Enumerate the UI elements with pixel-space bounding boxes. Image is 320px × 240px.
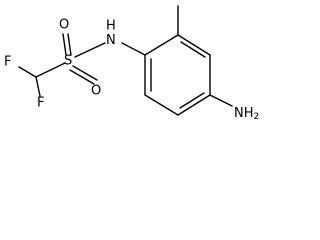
atom-label-f-top: F [4, 55, 11, 70]
bond-n-ring [121, 42, 146, 56]
atom-label-o-top: O [59, 18, 69, 33]
ring-double-3 [179, 92, 205, 109]
atom-label-nh-h: H [106, 19, 116, 34]
ring-bond-5 [144, 94, 179, 116]
bond-s-o-bottom-b [72, 65, 98, 81]
atom-label-o-bottom: O [91, 84, 101, 99]
bond-c-f-bottom [35, 76, 41, 97]
bond-s-o-bottom-a [69, 69, 95, 85]
ring-bond-1 [144, 34, 179, 56]
atom-label-nh-n: N [106, 33, 116, 48]
bond-c-f-top [18, 66, 37, 78]
bond-lines [18, 5, 233, 116]
atom-label-f-bottom: F [37, 96, 44, 111]
bond-s-o-top-b [67, 33, 72, 56]
ring-double-1 [180, 41, 206, 58]
nh-group-label: N H [106, 19, 116, 48]
bond-c-s [35, 62, 66, 78]
ring-bond-4 [177, 94, 211, 116]
bond-s-o-top-a [62, 33, 67, 56]
structure-diagram: F F S O O N H NH2 [4, 5, 259, 123]
bond-s-n [74, 42, 106, 58]
ring-bond-2 [177, 34, 211, 56]
atom-label-nh2: NH2 [234, 106, 259, 123]
atom-label-sulfur: S [64, 54, 72, 69]
bond-amine [209, 94, 233, 107]
amine-group-label: NH2 [234, 106, 259, 123]
